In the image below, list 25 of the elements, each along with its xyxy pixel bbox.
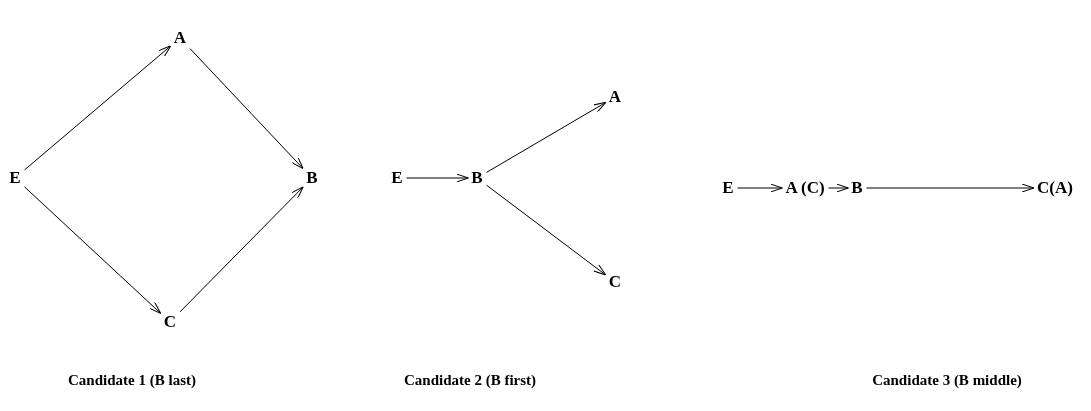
arrow [189,48,304,170]
arrow [24,186,162,314]
node-label: B [471,168,483,188]
node-label: C [163,312,177,332]
arrow [737,183,783,193]
node-label: E [391,168,403,188]
node-label: B [851,178,863,198]
node-label: A [173,28,187,48]
arrow [179,186,304,313]
candidate-caption: Candidate 2 (B first) [403,371,537,389]
arrow [828,183,849,193]
arrow [866,183,1035,193]
arrow [486,184,607,276]
arrow [406,173,469,183]
arrow [486,101,607,173]
arrow [24,45,172,171]
node-label: C(A) [1037,178,1073,198]
node-label: E [9,168,21,188]
node-label: B [306,168,318,188]
candidate-caption: Candidate 1 (B last) [68,371,196,389]
candidate-caption: Candidate 3 (B middle) [872,371,1022,389]
node-label: A [608,87,622,107]
node-label: E [722,178,734,198]
node-label: A (C) [785,178,825,198]
node-label: C [608,272,622,292]
